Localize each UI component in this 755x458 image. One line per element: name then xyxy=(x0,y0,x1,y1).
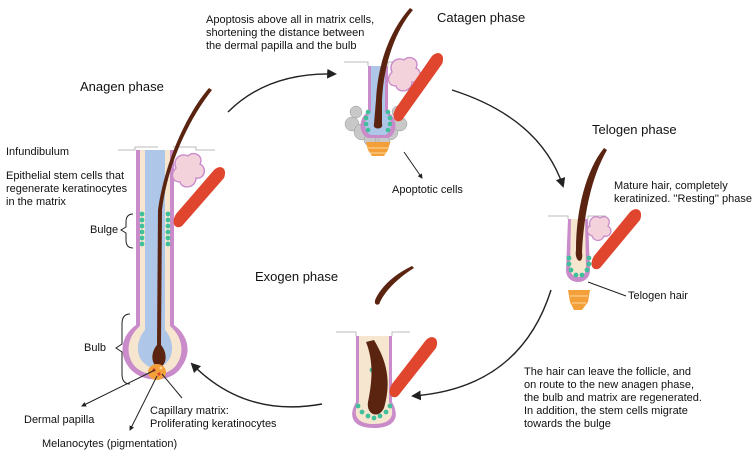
bulb-bracket xyxy=(115,313,131,385)
telogen-arrector-muscle xyxy=(591,209,642,270)
melanocytes-label: Melanocytes (pigmentation) xyxy=(42,438,178,450)
infundibulum-label: Infundibulum xyxy=(6,146,69,158)
arrow-exogen-to-anagen xyxy=(190,362,323,408)
telogen-phase-title: Telogen phase xyxy=(592,122,677,137)
cycle-arrows xyxy=(190,68,566,408)
catagen-phase-title: Catagen phase xyxy=(437,10,526,25)
anagen-dermal-papilla xyxy=(148,364,166,380)
anagen-stem-cells xyxy=(139,211,171,247)
anagen-follicle xyxy=(81,88,226,431)
arrow-telogen-to-exogen xyxy=(411,289,552,401)
catagen-stem-cells xyxy=(363,109,393,133)
arrow-catagen-to-telogen xyxy=(451,89,566,188)
telogen-hair-shaft xyxy=(575,148,607,261)
anagen-inner-sheath xyxy=(137,150,173,368)
bulge-label: Bulge xyxy=(90,224,119,236)
anagen-sebaceous-gland xyxy=(171,152,206,188)
telogen-description: Mature hair, completely keratinized. ''R… xyxy=(614,180,753,205)
exogen-phase-title: Exogen phase xyxy=(255,269,339,284)
catagen-dermal-papilla xyxy=(366,142,390,156)
dermal-papilla-label: Dermal papilla xyxy=(24,414,95,426)
catagen-follicle xyxy=(344,8,444,179)
telogen-follicle xyxy=(548,148,642,310)
stem-cells-label: Epithelial stem cells that regenerate ke… xyxy=(6,170,128,208)
catagen-hair-shaft xyxy=(373,8,413,129)
telogen-hair-label: Telogen hair xyxy=(628,290,688,302)
bulge-bracket xyxy=(120,213,134,249)
anagen-arrector-muscle xyxy=(173,167,226,228)
arrow-anagen-to-catagen xyxy=(227,68,337,113)
anagen-hair-shaft xyxy=(152,88,212,366)
exogen-description: The hair can leave the follicle, and on … xyxy=(524,366,702,430)
catagen-arrector-muscle xyxy=(393,53,444,122)
telogen-sebaceous-gland xyxy=(586,216,612,242)
telogen-dermal-papilla xyxy=(568,290,590,310)
telogen-stem-cells xyxy=(566,255,592,278)
catagen-description: Apoptosis above all in matrix cells, sho… xyxy=(206,14,375,52)
anagen-phase-title: Anagen phase xyxy=(80,79,164,94)
exogen-arrector-muscle xyxy=(389,337,438,398)
bulb-label: Bulb xyxy=(84,342,107,354)
apoptotic-cells-label: Apoptotic cells xyxy=(392,184,463,196)
exogen-follicle xyxy=(336,266,438,428)
exogen-shed-hair xyxy=(374,266,414,305)
capillary-matrix-label: Capillary matrix: Proliferating keratino… xyxy=(150,405,277,430)
exogen-hair-shaft xyxy=(366,340,388,415)
